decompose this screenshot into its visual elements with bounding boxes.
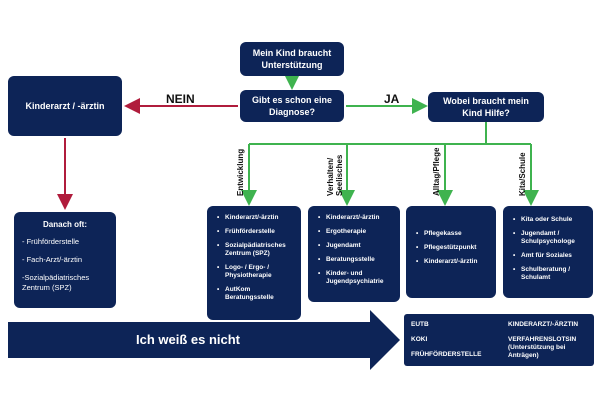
start-line2: Unterstützung <box>261 60 323 70</box>
category-list: Kita oder Schule Jugendamt / Schulpsycho… <box>509 216 589 282</box>
category-list: Kinderarzt/-ärztin Ergotherapie Jugendam… <box>314 214 396 286</box>
category-list: Pflegekasse Pflegestützpunkt Kinderarzt/… <box>412 230 492 266</box>
list-item: Kita oder Schule <box>513 216 589 224</box>
list-item: Sozialpädiatrisches Zentrum (SPZ) <box>217 242 297 258</box>
info-panel: EUTB KOKI FRÜHFÖRDERSTELLE KINDERARZT/-Ä… <box>404 314 594 366</box>
list-item: Kinder- und Jugendpsychiatrie <box>318 270 396 286</box>
list-item: AutKom Beratungsstelle <box>217 286 297 302</box>
list-item: Amt für Soziales <box>513 252 589 260</box>
danach-item: - Frühförderstelle <box>22 237 80 246</box>
yes-label: JA <box>384 92 400 106</box>
category-label-alltag: Alltag/Pflege <box>432 147 441 196</box>
list-item: Frühförderstelle <box>217 228 297 236</box>
no-label: NEIN <box>166 92 195 106</box>
question2-line1: Wobei braucht mein <box>443 96 529 106</box>
list-item: Jugendamt / Schulpsychologe <box>513 230 589 246</box>
category-label-verhalten: Verhalten/ Seelisches <box>326 154 344 196</box>
list-item: Logo- / Ergo- / Physiotherapie <box>217 264 297 280</box>
info-right-item: (Unterstützung bei Anträgen) <box>508 344 566 359</box>
category-list: Kinderarzt/-ärztin Frühförderstelle Sozi… <box>213 214 297 302</box>
help-question-box: Wobei braucht mein Kind Hilfe? <box>428 92 544 122</box>
question2-line2: Kind Hilfe? <box>462 108 510 118</box>
list-item: Beratungsstelle <box>318 256 396 264</box>
question1-line2: Diagnose? <box>268 107 315 117</box>
danach-title: Danach oft: <box>43 220 87 229</box>
info-right-item: KINDERARZT/-ÄRZTIN <box>508 321 579 328</box>
doctor-label: Kinderarzt / -ärztin <box>25 101 105 111</box>
list-item: Kinderarzt/-ärztin <box>318 214 396 222</box>
category-label-entwicklung: Entwicklung <box>236 148 245 196</box>
list-item: Kinderarzt/-ärztin <box>217 214 297 222</box>
diagnosis-question-box: Gibt es schon eine Diagnose? <box>240 90 344 122</box>
info-left-item: EUTB <box>411 321 429 328</box>
start-box: Mein Kind braucht Unterstützung <box>240 42 344 76</box>
info-right-item: VERFAHRENSLOTSIN <box>508 336 577 343</box>
question1-line1: Gibt es schon eine <box>251 95 333 105</box>
info-left-item: KOKI <box>411 336 428 343</box>
list-item: Pflegestützpunkt <box>416 244 492 252</box>
category-label-kita: Kita/Schule <box>518 152 527 196</box>
info-left-item: FRÜHFÖRDERSTELLE <box>411 351 482 358</box>
danach-box: Danach oft: - Frühförderstelle - Fach-Ar… <box>14 212 116 308</box>
category-box-alltag: Pflegekasse Pflegestützpunkt Kinderarzt/… <box>406 206 496 298</box>
list-item: Schulberatung / Schulamt <box>513 266 589 282</box>
danach-item: -Sozialpädiatrisches <box>22 273 90 282</box>
list-item: Pflegekasse <box>416 230 492 238</box>
category-box-verhalten: Kinderarzt/-ärztin Ergotherapie Jugendam… <box>308 206 400 302</box>
unknown-label: Ich weiß es nicht <box>135 332 241 347</box>
unknown-arrow <box>8 310 400 370</box>
list-item: Kinderarzt/-ärztin <box>416 258 492 266</box>
category-box-kita: Kita oder Schule Jugendamt / Schulpsycho… <box>503 206 593 298</box>
list-item: Jugendamt <box>318 242 396 250</box>
doctor-box: Kinderarzt / -ärztin <box>8 76 122 136</box>
danach-item: Zentrum (SPZ) <box>22 283 72 292</box>
start-line1: Mein Kind braucht <box>252 48 332 58</box>
list-item: Ergotherapie <box>318 228 396 236</box>
category-box-entwicklung: Kinderarzt/-ärztin Frühförderstelle Sozi… <box>207 206 301 320</box>
danach-item: - Fach-Arzt/-ärztin <box>22 255 83 264</box>
